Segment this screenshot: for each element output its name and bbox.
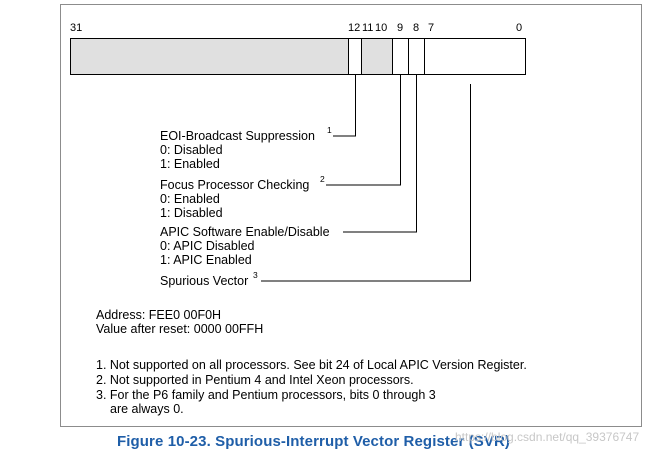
focus-title: Focus Processor Checking <box>160 178 310 192</box>
focus-note: 2 <box>320 174 325 184</box>
apic-option-0: 0: APIC Disabled <box>160 239 255 253</box>
eoi-option-1: 1: Enabled <box>160 157 220 171</box>
eoi-leader-line <box>333 74 356 137</box>
figure-caption: Figure 10-23. Spurious-Interrupt Vector … <box>117 433 510 450</box>
eoi-option-0: 0: Disabled <box>160 143 223 157</box>
focus-option-1: 1: Disabled <box>160 206 223 220</box>
bit-label-10: 10 <box>375 22 388 34</box>
eoi-note: 1 <box>327 125 332 135</box>
bit-label-8: 8 <box>413 22 420 34</box>
bit-label-31: 31 <box>70 22 83 34</box>
bit-label-11: 11 <box>362 22 374 34</box>
focus-leader-line <box>326 74 401 186</box>
spurious-title: Spurious Vector <box>160 274 249 288</box>
spurious-leader-line <box>261 84 471 282</box>
register-outline <box>70 38 526 75</box>
bit-label-9: 9 <box>397 22 404 34</box>
reserved-bits-31-13 <box>70 38 348 74</box>
footnote-3-continued: are always 0. <box>110 402 184 416</box>
focus-option-0: 0: Enabled <box>160 192 220 206</box>
register-address: Address: FEE0 00F0H <box>96 308 222 322</box>
eoi-title: EOI-Broadcast Suppression <box>160 129 315 143</box>
apic-option-1: 1: APIC Enabled <box>160 253 252 267</box>
footnote-1: 1. Not supported on all processors. See … <box>96 358 527 372</box>
footnote-3: 3. For the P6 family and Pentium process… <box>96 388 436 402</box>
apic-title: APIC Software Enable/Disable <box>160 225 330 239</box>
reserved-bits-11-10 <box>361 38 392 74</box>
apic-leader-line <box>343 74 417 233</box>
bit-label-0: 0 <box>516 22 523 34</box>
bit-label-12: 12 <box>348 22 361 34</box>
watermark: https://blog.csdn.net/qq_39376747 <box>455 430 640 444</box>
spurious-note: 3 <box>253 270 258 280</box>
reset-value: Value after reset: 0000 00FFH <box>96 322 264 336</box>
footnote-2: 2. Not supported in Pentium 4 and Intel … <box>96 373 414 387</box>
bit-label-7: 7 <box>428 22 435 34</box>
